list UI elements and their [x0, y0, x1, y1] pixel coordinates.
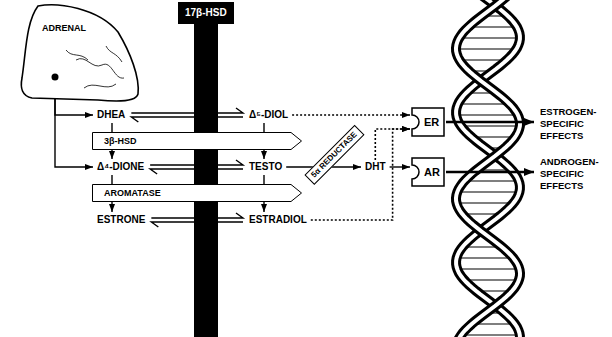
steroid-node: DHEA — [96, 109, 126, 121]
effect-arrow — [446, 171, 534, 174]
base-pair — [457, 257, 514, 259]
steroid-node: Δ⁵-DIOL — [248, 109, 289, 121]
receptor: ER — [412, 108, 444, 136]
dna-helix — [456, 0, 520, 337]
adrenal-gland: ADRENAL — [18, 2, 142, 102]
organ-vessel — [66, 50, 88, 60]
steroid-node: ESTRONE — [96, 214, 146, 226]
organ-outline — [21, 5, 138, 101]
steroid-name: DHEA — [97, 109, 125, 121]
receptor-name: AR — [412, 158, 444, 186]
steroid-name: TESTO — [249, 161, 282, 173]
steroid-node: Δ⁴-DIONE — [96, 161, 145, 173]
base-pair — [456, 114, 518, 116]
adrenal-gland-shape — [18, 2, 142, 102]
helix-strand — [456, 0, 520, 337]
band-outline — [93, 133, 302, 150]
enzyme-band: AROMATASE — [92, 184, 302, 202]
effect-label: ANDROGEN- SPECIFIC EFFECTS — [540, 156, 606, 192]
reaction-arrow — [390, 166, 410, 167]
organ-vessel — [76, 59, 124, 79]
base-pair — [457, 202, 514, 204]
effect-label: ESTROGEN- SPECIFIC EFFECTS — [540, 106, 606, 142]
base-pair — [457, 268, 519, 270]
steroid-name: ESTRADIOL — [249, 214, 307, 226]
band-outline — [93, 185, 302, 202]
organ-vessel — [84, 84, 116, 88]
equilibrium-arrow — [131, 108, 243, 122]
base-pair — [461, 334, 520, 336]
enzyme-bar-label: 17β-HSD — [178, 2, 234, 24]
binding-path — [311, 129, 410, 220]
enzyme-name: 17β-HSD — [185, 2, 227, 24]
base-pair — [459, 37, 520, 39]
receptor-outline — [412, 158, 444, 186]
organ-vessel — [106, 46, 122, 62]
steroid-node: TESTO — [248, 161, 283, 173]
source-dot — [52, 74, 59, 81]
steroid-name: DHT — [365, 161, 386, 173]
steroid-name: ESTRONE — [97, 214, 145, 226]
receptor-outline — [412, 108, 444, 136]
enzyme-box: 5α REDUCTASE — [304, 125, 364, 185]
base-pair — [461, 125, 520, 127]
steroid-node: ESTRADIOL — [248, 214, 308, 226]
enzyme-name: 3β-HSD — [92, 132, 302, 150]
enzyme-bar — [194, 20, 218, 337]
steroid-name: Δ⁴-DIONE — [97, 161, 144, 173]
base-pair — [456, 48, 516, 50]
effect-arrow — [446, 121, 534, 124]
base-pair — [464, 180, 518, 182]
enzyme-name: AROMATASE — [92, 184, 302, 202]
helix-strand-core — [456, 0, 520, 337]
receptor-name: ER — [412, 108, 444, 136]
enzyme-name: 5α REDUCTASE — [309, 130, 359, 180]
steroid-name: Δ⁵-DIOL — [249, 109, 288, 121]
binding-path — [292, 114, 410, 116]
helix-strand-core — [456, 0, 520, 337]
enzyme-band: 3β-HSD — [92, 132, 302, 150]
steroid-node: DHT — [364, 161, 387, 173]
helix-strand — [456, 0, 520, 337]
base-pair — [457, 191, 519, 193]
receptor: AR — [412, 158, 444, 186]
base-pair — [464, 279, 519, 281]
organ-label: ADRENAL — [42, 23, 86, 34]
